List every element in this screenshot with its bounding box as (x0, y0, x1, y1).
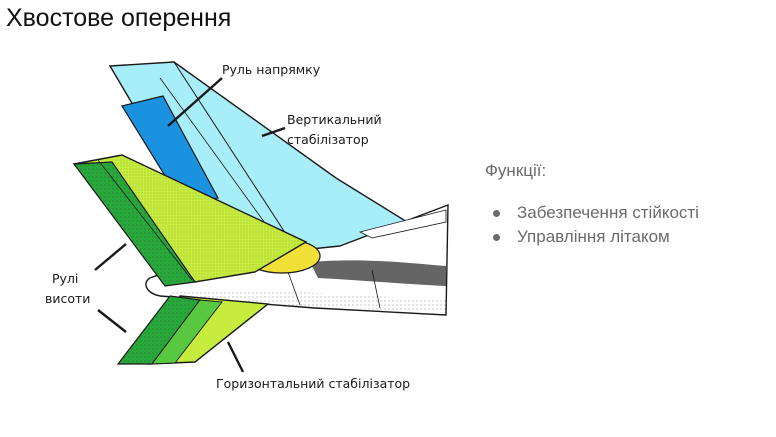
rudder (121, 95, 219, 206)
fuselage-shading (165, 290, 446, 313)
functions-panel: Функції: Забезпечення стійкості Управлін… (485, 161, 699, 249)
rudder-leader-line (167, 77, 223, 127)
elevators-leader-lower (97, 309, 127, 333)
label-vertical-stabilizer-line2: стабілізатор (287, 132, 369, 147)
list-item: Забезпечення стійкості (485, 201, 699, 225)
bullet-icon (493, 233, 500, 241)
vertical-stabilizer-leader-line (261, 126, 286, 138)
horizontal-stabilizer-upper-line (97, 159, 193, 281)
label-horizontal-stabilizer: Горизонтальний стабілізатор (216, 376, 410, 391)
elevator-lower-dots (118, 296, 200, 364)
vertical-stabilizer-panel-line (159, 77, 271, 231)
horizontal-stabilizer-upper-dots (74, 155, 306, 282)
label-rudder: Руль напрямку (222, 62, 321, 77)
fuselage-panel-line (287, 269, 381, 309)
functions-list: Забезпечення стійкості Управління літако… (485, 201, 699, 249)
bullet-icon (493, 209, 500, 217)
list-item: Управління літаком (485, 225, 699, 249)
label-elevators-line1: Рулі (52, 271, 78, 286)
horizontal-stabilizer-leader-line (226, 341, 245, 373)
elevators-leader-upper (94, 243, 127, 271)
elevator-upper-dots (74, 162, 195, 286)
function-text: Забезпечення стійкості (517, 203, 699, 222)
slide-title: Хвостове оперення (6, 4, 232, 32)
label-vertical-stabilizer-line1: Вертикальний (287, 112, 382, 127)
fuselage-dark-panel (310, 260, 446, 286)
fuselage-upper-streak (358, 209, 447, 239)
vertical-stabilizer-hinge-line (173, 61, 296, 249)
label-elevators-line2: висоти (45, 291, 90, 306)
function-text: Управління літаком (517, 227, 670, 246)
functions-heading: Функції: (485, 161, 547, 180)
elevator-lower-light (151, 299, 223, 365)
